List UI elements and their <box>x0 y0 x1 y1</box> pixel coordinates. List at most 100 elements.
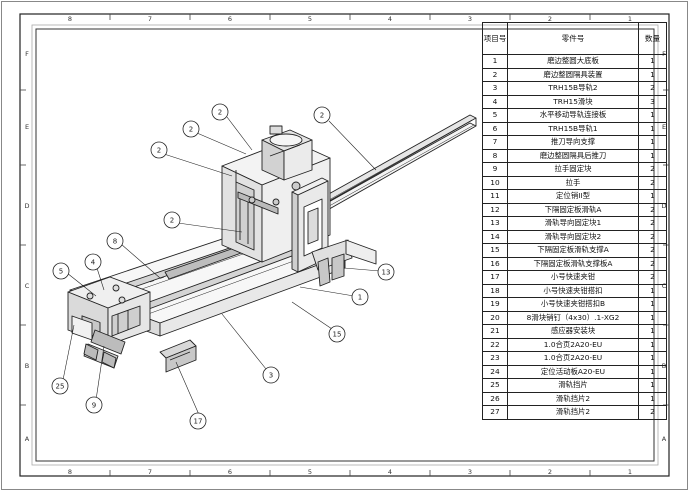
quantity-cell: 1 <box>638 378 667 393</box>
zone-label: A <box>25 435 30 443</box>
balloon: 13 <box>377 263 395 281</box>
part-name-cell: 8滑块销钉（4x30）.1-XG2 <box>507 310 639 325</box>
zone-label: 6 <box>228 15 232 23</box>
balloon: 17 <box>189 412 207 430</box>
item-number-cell: 8 <box>482 148 508 163</box>
zone-labels-top: 8 7 6 5 4 3 2 1 <box>68 15 632 23</box>
part-name-cell: 小号快速夹钳 <box>507 270 639 285</box>
balloon-number: 2 <box>189 126 193 134</box>
part-name-cell: TRH15滑块 <box>507 94 639 109</box>
part-name-cell: 拉手 <box>507 175 639 190</box>
right-end-block <box>311 239 377 287</box>
balloon: 5 <box>52 262 70 280</box>
item-number-cell: 6 <box>482 121 508 136</box>
part-name-cell: 小号快速夹钳搭扣 <box>507 283 639 298</box>
zone-label: A <box>662 435 667 443</box>
quantity-cell: 2 <box>638 270 667 285</box>
part-name-cell: 滑轨导向固定块2 <box>507 229 639 244</box>
part-name-cell: 下隔固定板滑轨支撑A <box>507 243 639 258</box>
part-name-cell: 小号快速夹钳搭扣B <box>507 297 639 312</box>
item-number-cell: 9 <box>482 162 508 177</box>
balloon-number: 2 <box>157 147 161 155</box>
part-name-cell: TRH15B导轨1 <box>507 121 639 136</box>
balloon: 2 <box>150 141 168 159</box>
zone-label: 3 <box>468 468 472 476</box>
balloon-number: 4 <box>91 259 96 267</box>
balloon: 1 <box>351 288 369 306</box>
part-name-cell: 1.0合页2A20-EU <box>507 351 639 366</box>
zone-labels-bottom: 8 7 6 5 4 3 2 1 <box>68 468 632 476</box>
part-name-cell: 推刀导向支撑 <box>507 135 639 150</box>
item-number-cell: 24 <box>482 364 508 379</box>
assembly-view <box>67 114 477 373</box>
balloon: 2 <box>313 106 331 124</box>
balloons: 2 2 2 2 2 8 4 5 25 9 17 3 15 1 13 <box>51 103 395 430</box>
part-name-cell: 定位销II型 <box>507 189 639 204</box>
item-number-cell: 3 <box>482 81 508 96</box>
item-number-cell: 27 <box>482 405 508 420</box>
zone-label: F <box>25 50 29 58</box>
base-rails <box>99 236 303 319</box>
quantity-cell: 1 <box>638 391 667 406</box>
quantity-cell: 2 <box>638 81 667 96</box>
part-name-cell: 1.0合页2A20-EU <box>507 337 639 352</box>
zone-label: D <box>24 202 29 210</box>
zone-label: 1 <box>628 468 632 476</box>
balloon-number: 2 <box>320 112 324 120</box>
part-name-cell: 滑轨挡片2 <box>507 405 639 420</box>
zone-label: 4 <box>388 15 392 23</box>
zone-label: 8 <box>68 15 72 23</box>
quantity-cell: 2 <box>638 405 667 420</box>
quantity-cell: 1 <box>638 324 667 339</box>
item-number-cell: 20 <box>482 310 508 325</box>
quantity-cell: 1 <box>638 364 667 379</box>
balloon-number: 1 <box>358 294 362 302</box>
header-part-no: 零件号 <box>507 22 639 55</box>
quantity-cell: 1 <box>638 108 667 123</box>
balloon-number: 17 <box>194 418 203 426</box>
item-number-cell: 4 <box>482 94 508 109</box>
zone-label: 7 <box>148 15 152 23</box>
zone-label: 8 <box>68 468 72 476</box>
item-number-cell: 7 <box>482 135 508 150</box>
quantity-cell: 1 <box>638 135 667 150</box>
leader-lines <box>62 116 381 418</box>
part-name-cell: 下隔固定板滑轨A <box>507 202 639 217</box>
toggle-clamp <box>159 339 197 373</box>
zone-label: B <box>25 362 29 370</box>
quantity-cell: 2 <box>638 229 667 244</box>
header-qty: 数量 <box>638 22 667 55</box>
header-item-no: 项目号 <box>482 22 508 55</box>
part-name-cell: 滑轨挡片2 <box>507 391 639 406</box>
pneumatic-cylinder <box>248 125 313 206</box>
item-number-cell: 22 <box>482 337 508 352</box>
quantity-cell: 1 <box>638 283 667 298</box>
long-guide-rail <box>317 114 477 213</box>
item-number-cell: 21 <box>482 324 508 339</box>
item-number-cell: 14 <box>482 229 508 244</box>
item-number-cell: 18 <box>482 283 508 298</box>
balloon: 25 <box>51 377 69 395</box>
quantity-cell: 1 <box>638 297 667 312</box>
part-name-cell: 拉手固定块 <box>507 162 639 177</box>
item-number-cell: 16 <box>482 256 508 271</box>
balloon-number: 8 <box>113 238 117 246</box>
pull-handle <box>83 343 117 369</box>
quantity-cell: 1 <box>638 351 667 366</box>
balloon-number: 15 <box>333 331 342 339</box>
